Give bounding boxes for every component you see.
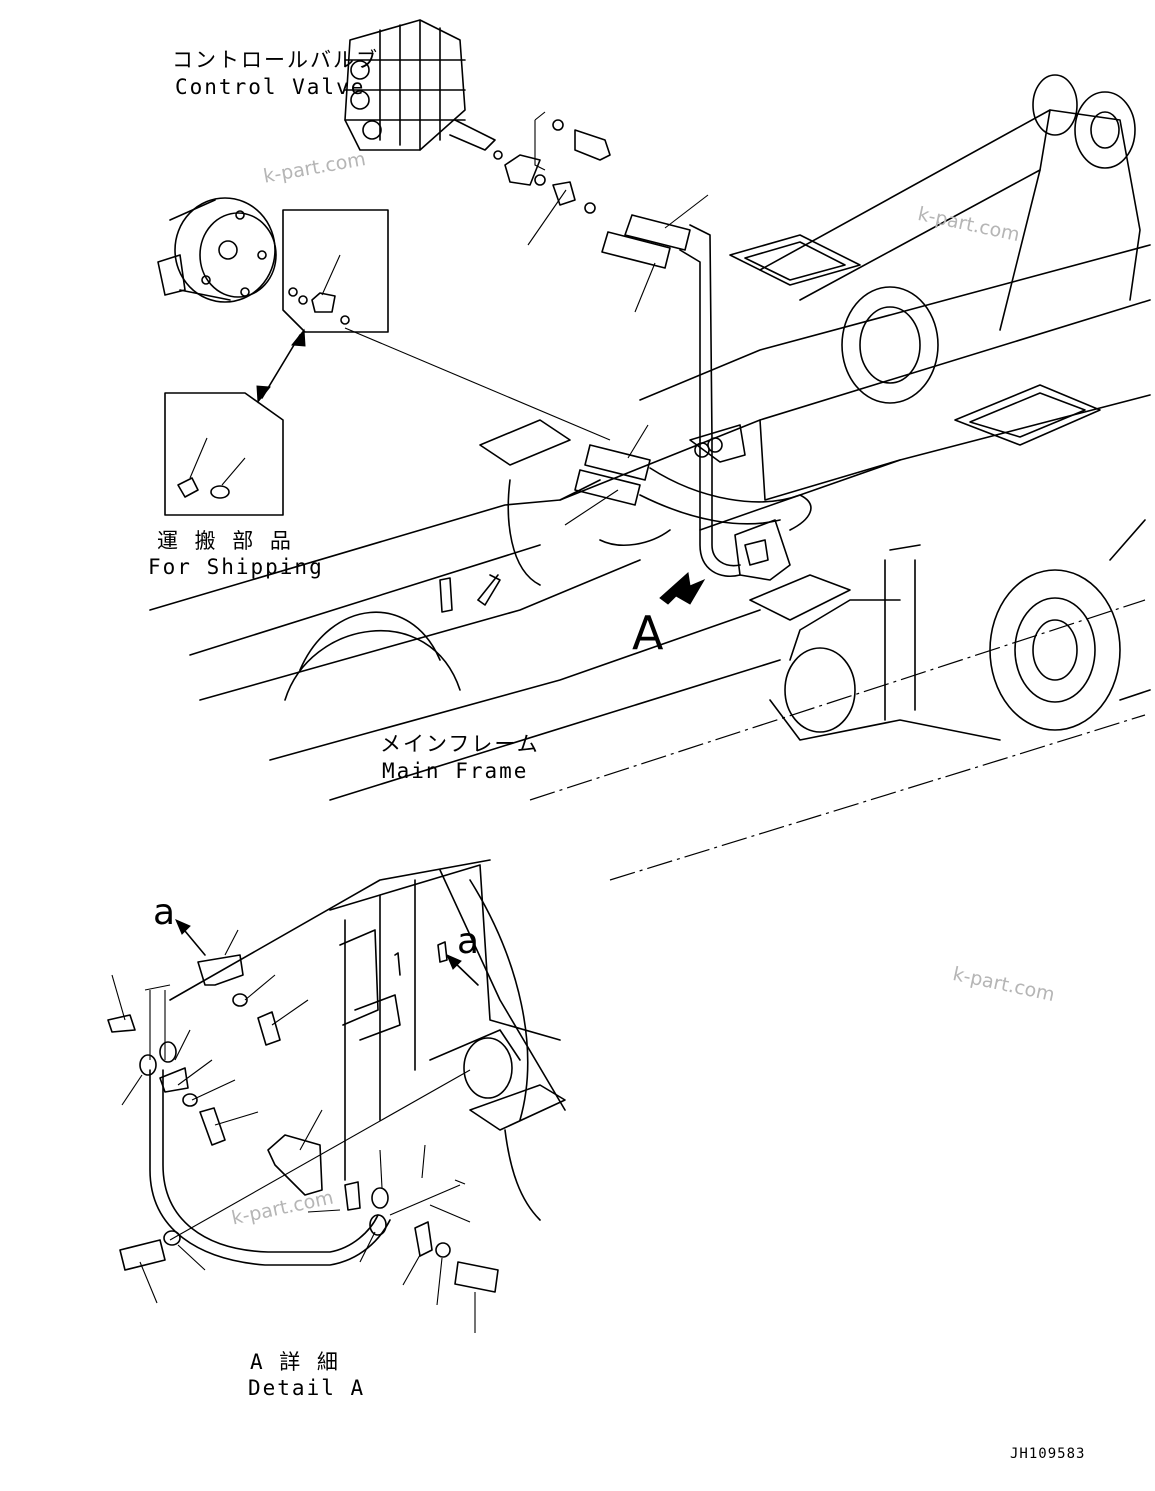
main-frame-label-jp: メインフレーム [380,732,540,756]
hose-drawing [564,194,812,605]
pump-drawing [157,197,298,303]
control-valve-label-en: Control Valve [175,75,366,99]
main-frame-label-en: Main Frame [382,759,529,783]
view-a-marker: A [632,606,664,660]
detail-a-drawing [107,859,566,1333]
control-valve-label-jp: コントロールバルブ [172,48,379,72]
detail-a-label-jp: A 詳 細 [250,1350,340,1374]
reference-a-label: a [153,892,176,933]
drawing-code: JH109583 [1010,1446,1086,1462]
for-shipping-label-jp: 運 搬 部 品 [157,529,293,553]
shipping-insets [164,209,611,516]
for-shipping-label-en: For Shipping [148,555,324,579]
detail-a-label-en: Detail A [248,1376,366,1400]
main-frame-drawing [149,74,1151,881]
control-valve-drawing [344,19,611,246]
reference-a-label-frame: a [457,921,480,962]
